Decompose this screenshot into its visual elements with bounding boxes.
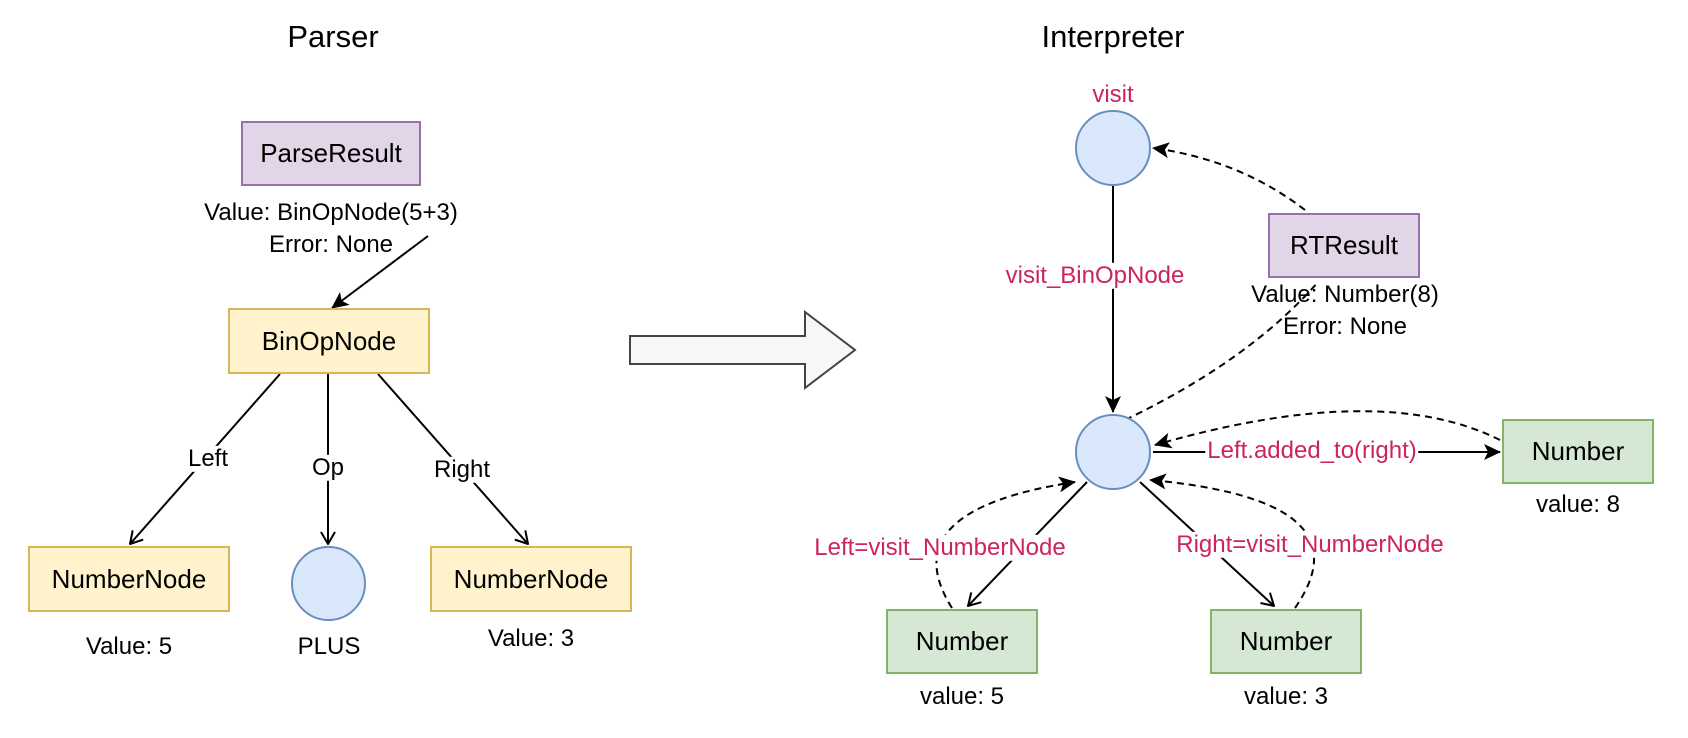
right-number-node-label: NumberNode (453, 563, 609, 594)
added-to-label: Left.added_to(right) (1205, 436, 1419, 465)
left-number-result-value: value: 5 (919, 683, 1005, 710)
edge-rtresult-to-visit (1152, 142, 1306, 211)
plus-operator-node (291, 546, 366, 621)
result-number-label: Number (1531, 436, 1625, 466)
plus-operator-label: PLUS (297, 633, 361, 660)
rt-result-value-line: Value: Number(8) (1251, 281, 1439, 308)
left-number-node-label: NumberNode (51, 563, 207, 594)
right-number-result-value: value: 3 (1243, 683, 1329, 710)
parse-result-error-line: Error: None (268, 231, 394, 258)
rt-result-label: RTResult (1290, 230, 1398, 260)
edge-number-5-to-node (935, 476, 1076, 609)
result-number-value: value: 8 (1535, 491, 1621, 518)
right-visit-label: Right=visit_NumberNode (1174, 530, 1446, 559)
visit-label: visit (1092, 81, 1134, 108)
right-number-result-label: Number (1239, 626, 1333, 656)
edge-number-8-to-node (1154, 410, 1501, 449)
parse-result-label: ParseResult (260, 138, 402, 168)
rt-result-node: RTResult (1268, 213, 1420, 278)
binop-visit-node (1075, 414, 1151, 490)
edge-label-left: Left (185, 444, 231, 473)
left-visit-label: Left=visit_NumberNode (812, 533, 1068, 562)
edge-number-3-to-node (1149, 473, 1315, 609)
binop-node: BinOpNode (228, 308, 430, 374)
right-number-node-value: Value: 3 (487, 625, 575, 652)
right-number-result-node: Number (1210, 609, 1362, 674)
parser-title: Parser (287, 19, 379, 54)
interpreter-title: Interpreter (1041, 19, 1185, 54)
left-number-result-label: Number (915, 626, 1009, 656)
right-number-node: NumberNode (430, 546, 632, 612)
left-number-node-value: Value: 5 (85, 633, 173, 660)
left-number-result-node: Number (886, 609, 1038, 674)
parser-edges (130, 235, 528, 544)
left-number-node: NumberNode (28, 546, 230, 612)
parse-result-value-line: Value: BinOpNode(5+3) (204, 199, 458, 226)
edge-label-op: Op (309, 453, 347, 482)
big-right-arrow-icon (629, 309, 857, 391)
edge-parseresult-to-binop (331, 235, 429, 309)
parse-result-node: ParseResult (241, 121, 421, 186)
binop-label: BinOpNode (261, 325, 397, 356)
visit-node (1075, 110, 1151, 186)
visit-binop-label: visit_BinOpNode (1003, 261, 1187, 290)
rt-result-error-line: Error: None (1282, 313, 1408, 340)
result-number-node: Number (1502, 419, 1654, 484)
edge-label-right: Right (431, 455, 493, 484)
